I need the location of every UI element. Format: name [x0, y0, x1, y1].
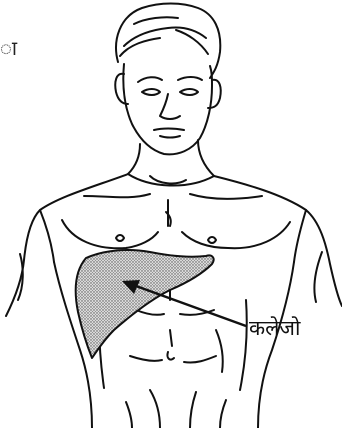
- right-shoulder: [214, 176, 342, 306]
- liver-shape: [76, 250, 214, 358]
- liver-label: कलेजो: [249, 316, 300, 340]
- edge-text-fragment: ा: [0, 38, 17, 58]
